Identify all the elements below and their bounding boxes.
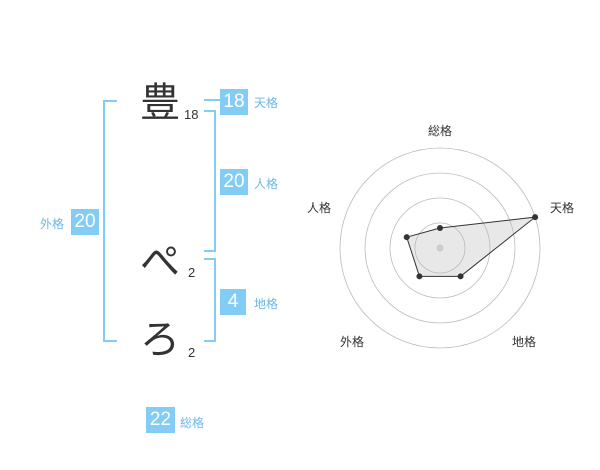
radar-point-0 (437, 225, 443, 231)
jinkaku-value: 20 (220, 169, 248, 195)
axis-label-gaikaku: 外格 (340, 334, 364, 349)
radar-data-polygon (406, 216, 537, 277)
axis-label-tenkaku: 天格 (550, 200, 574, 215)
radar-ring (414, 222, 466, 274)
radar-point-3 (416, 273, 423, 280)
tenkaku-bracket (204, 99, 220, 101)
radar-ring (339, 147, 541, 349)
stroke-count-3: 2 (188, 345, 196, 360)
jinkaku-bracket (204, 110, 216, 252)
axis-label-jinkaku: 人格 (307, 200, 331, 215)
radar-ring (364, 172, 516, 324)
name-char-2: ぺ (140, 239, 180, 285)
name-char-3: ろ (140, 317, 180, 363)
gaikaku-bracket (103, 100, 117, 342)
soukaku-value: 22 (146, 407, 175, 433)
radar-points (403, 214, 539, 280)
stroke-count-2: 2 (188, 265, 196, 280)
axis-label-soukaku: 総格 (428, 123, 452, 138)
axis-label-chikaku: 地格 (512, 334, 536, 349)
gaikaku-value: 20 (71, 209, 99, 235)
jinkaku-label: 人格 (254, 177, 279, 191)
tenkaku-value: 18 (220, 89, 248, 115)
radar-rings (339, 147, 541, 349)
gaikaku-label: 外格 (40, 217, 65, 231)
radar-point-4 (403, 234, 410, 241)
radar-center-dot (436, 244, 444, 252)
chikaku-bracket (204, 258, 216, 342)
soukaku-label: 総格 (180, 416, 205, 430)
name-char-1: 豊 (140, 80, 180, 126)
radar-point-2 (457, 273, 464, 280)
radar-point-1 (532, 214, 539, 221)
tenkaku-label: 天格 (254, 96, 279, 110)
chikaku-label: 地格 (254, 297, 279, 311)
chikaku-value: 4 (220, 289, 246, 315)
radar-ring (389, 197, 491, 299)
stroke-count-1: 18 (184, 107, 199, 122)
